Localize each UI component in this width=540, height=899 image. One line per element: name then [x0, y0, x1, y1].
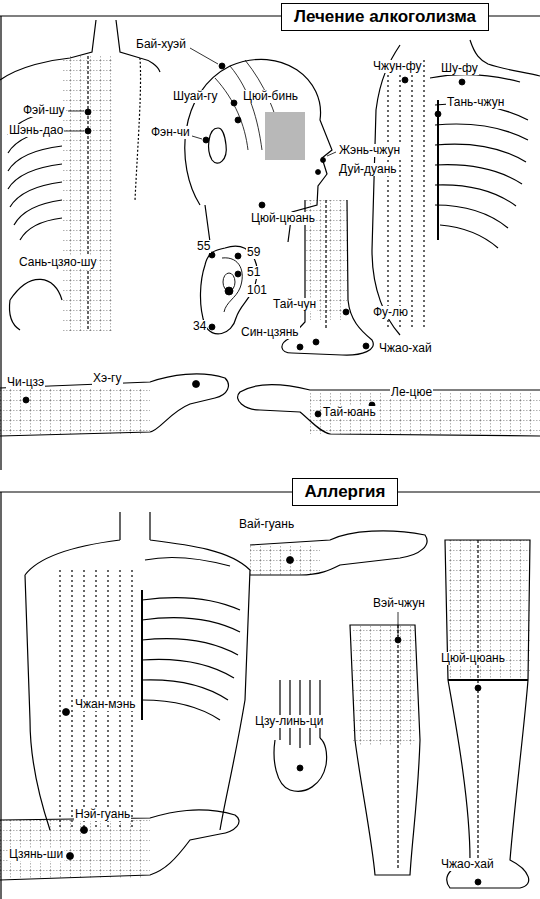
- point-label: Цюй-цюань: [440, 652, 506, 665]
- point-label: Сань-цзяо-шу: [18, 256, 97, 269]
- point-label: Фэн-чи: [150, 126, 191, 139]
- point-label: Жэнь-чжун: [338, 144, 401, 157]
- callout-number: 55: [196, 240, 211, 253]
- point-label: Тань-чжун: [446, 96, 505, 109]
- callout-number: 34: [192, 320, 207, 333]
- point-label: Чжан-мэнь: [74, 698, 137, 711]
- point-label: Дуй-дуань: [338, 163, 398, 176]
- point-label: Вэй-чжун: [372, 597, 426, 610]
- callout-number: 59: [246, 246, 261, 259]
- point-label: Вай-гуань: [238, 518, 295, 531]
- heading-text: Аллергия: [305, 482, 386, 502]
- point-label: Цзу-линь-ци: [254, 715, 324, 728]
- point-label: Шэнь-дао: [8, 124, 64, 137]
- point-label: Бай-хуэй: [135, 38, 187, 51]
- point-label: Цзянь-ши: [8, 848, 64, 861]
- point-label: Син-цзянь: [240, 326, 300, 339]
- point-label: Хэ-гу: [92, 372, 123, 385]
- point-label: Чжао-хай: [378, 342, 433, 355]
- callout-number: 51: [246, 266, 261, 279]
- heading-box: Лечение алкоголизма: [281, 3, 489, 31]
- heading-box: Аллергия: [292, 478, 399, 506]
- point-label: Шуай-гу: [172, 90, 219, 103]
- point-label: Шу-фу: [440, 62, 479, 75]
- point-label: Фу-лю: [372, 306, 409, 319]
- point-label: Цюй-бинь: [242, 90, 299, 103]
- point-label: Тай-юань: [322, 406, 377, 419]
- point-label: Чжун-фу: [372, 60, 423, 73]
- point-label: Нэй-гуань: [74, 808, 131, 821]
- callout-number: 101: [246, 284, 268, 297]
- point-label: Тай-чун: [272, 298, 317, 311]
- heading-text: Лечение алкоголизма: [294, 7, 476, 27]
- point-label: Чи-цзэ: [6, 376, 45, 389]
- point-label: Цюй-цюань: [250, 212, 316, 225]
- point-label: Чжао-хай: [440, 858, 495, 871]
- point-label: Ле-цюе: [390, 386, 433, 399]
- point-label: Фэй-шу: [22, 104, 66, 117]
